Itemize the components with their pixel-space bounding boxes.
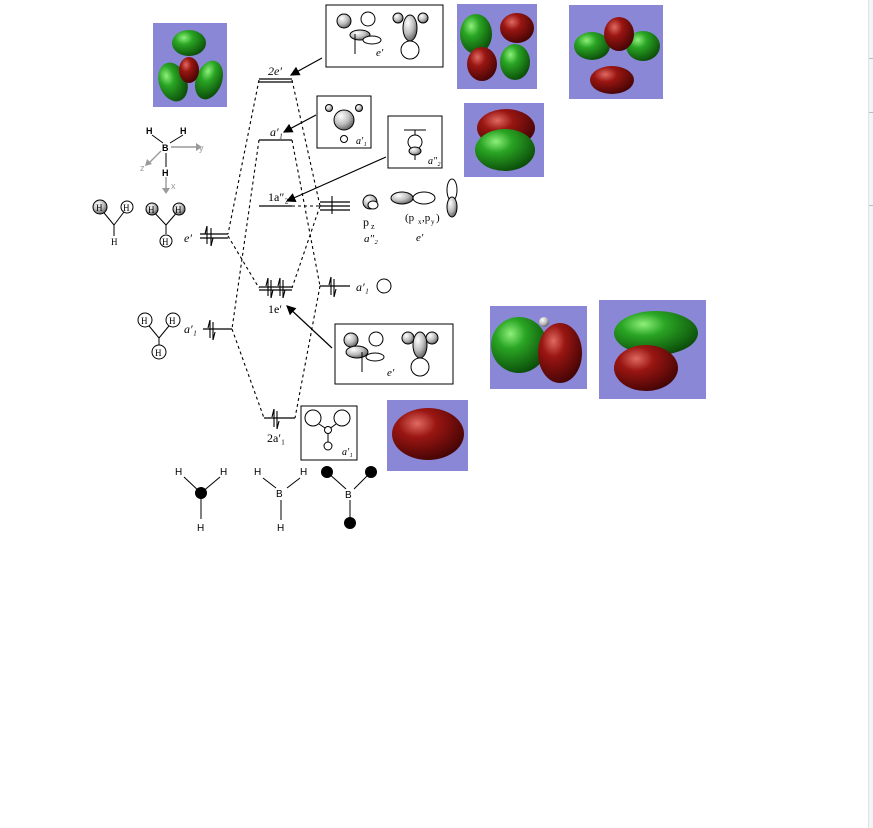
box-2e-label: e′ (376, 47, 384, 59)
bbh3-H3: H (277, 523, 284, 534)
level-1e: 1e′ (259, 277, 292, 316)
h3e1-H2: H (123, 203, 130, 213)
level-a1-upper-label: a′₁ (270, 125, 283, 139)
h3e2-H2: H (175, 205, 182, 215)
bh3-H2: H (220, 467, 227, 478)
b-pxpy-comma: ,p (422, 212, 431, 224)
bottom-bh3: H H B H (254, 467, 307, 534)
level-1e-label: 1e′ (268, 302, 282, 316)
orbital-image-1e-b (599, 300, 706, 399)
axis-z-label: z (140, 163, 145, 173)
b-level-s: a′₁ (320, 276, 392, 298)
level-2e-label: 2e′ (268, 64, 282, 78)
h3e2-H1: H (148, 205, 155, 215)
h3e2-H3: H (162, 237, 169, 247)
axes-diagram: H H B H y z x (140, 126, 204, 194)
bbh3-H2: H (300, 467, 307, 478)
h3-level-e: e′ (184, 225, 228, 247)
h3e1-H3: H (111, 237, 118, 247)
level-1a2: 1a″₂ (259, 190, 292, 207)
scrollbar[interactable] (868, 0, 873, 828)
level-a1-upper: a′₁ (259, 125, 292, 141)
level-2a1-label: 2a′₁ (267, 431, 285, 445)
level-2a1: 2a′₁ (264, 408, 295, 445)
correlation-lines (227, 79, 321, 419)
axis-x-label: x (171, 181, 176, 191)
axes-H-bottom: H (162, 168, 169, 178)
bdots-B: B (345, 490, 352, 501)
pointer-arrows (282, 57, 387, 349)
orbital-image-2a1 (387, 400, 468, 471)
b-level-s-label: a′₁ (356, 280, 369, 294)
box-1e-label: e′ (387, 367, 395, 379)
bottom-h3: H H H (175, 467, 227, 534)
bottom-b-dots: B (321, 466, 377, 529)
h3a-H3: H (155, 348, 162, 358)
b-pxpy-y: y (431, 218, 435, 226)
b-e-label: e′ (416, 232, 424, 244)
axes-H-right: H (180, 126, 187, 136)
h3e1-H1: H (96, 203, 103, 213)
orbital-image-2e-b (569, 5, 663, 99)
axes-B: B (162, 143, 169, 153)
orbital-image-h3-top (153, 23, 227, 107)
level-2e: 2e′ (259, 64, 292, 83)
s-orbital-icon (376, 278, 392, 294)
b-p-orbitals: p z a″₂ (p x ,p y ) e′ (362, 178, 458, 245)
b-pxpy-x: x (418, 218, 422, 226)
orbital-image-1e-a (490, 306, 587, 389)
level-1a2-label: 1a″₂ (268, 190, 289, 204)
h3a-H1: H (141, 316, 148, 326)
b-pxpy-label: (p (405, 212, 415, 224)
bh3-H1: H (175, 467, 182, 478)
axis-y-label: y (199, 143, 204, 153)
orbital-image-2e-a (457, 4, 537, 89)
b-a2-label: a″₂ (364, 233, 378, 245)
bbh3-H1: H (254, 467, 261, 478)
b-pxpy-close: ) (436, 212, 440, 224)
h3-e-sketch-2: H H H (145, 202, 186, 248)
h3-level-a1: a′₁ (184, 319, 232, 341)
box-a1-top-label: a′₁ (356, 136, 367, 147)
h3-level-e-label: e′ (184, 231, 192, 245)
box-2a1-sketch: a′₁ (300, 405, 358, 461)
box-a2-label: a″₂ (428, 156, 441, 167)
box-1e-sketch: e′ (334, 323, 454, 385)
box-2e-sketch: e′ (325, 4, 444, 68)
axes-H-left: H (146, 126, 153, 136)
box-a1-top-sketch: a′₁ (316, 95, 372, 149)
h3-e-sketch-1: H H H (92, 199, 134, 247)
orbital-image-a2 (464, 103, 544, 177)
b-pz-sub: z (371, 222, 375, 231)
b-level-p (320, 196, 350, 214)
h3a-H2: H (169, 316, 176, 326)
box-a2-sketch: a″₂ (387, 115, 443, 169)
box-2a1-label: a′₁ (342, 447, 353, 458)
h3-level-a1-label: a′₁ (184, 322, 197, 336)
h3-a1-sketch: H H H (137, 312, 181, 360)
bbh3-B: B (276, 489, 283, 500)
bh3-H3: H (197, 523, 204, 534)
b-pz-label: p (363, 215, 369, 229)
